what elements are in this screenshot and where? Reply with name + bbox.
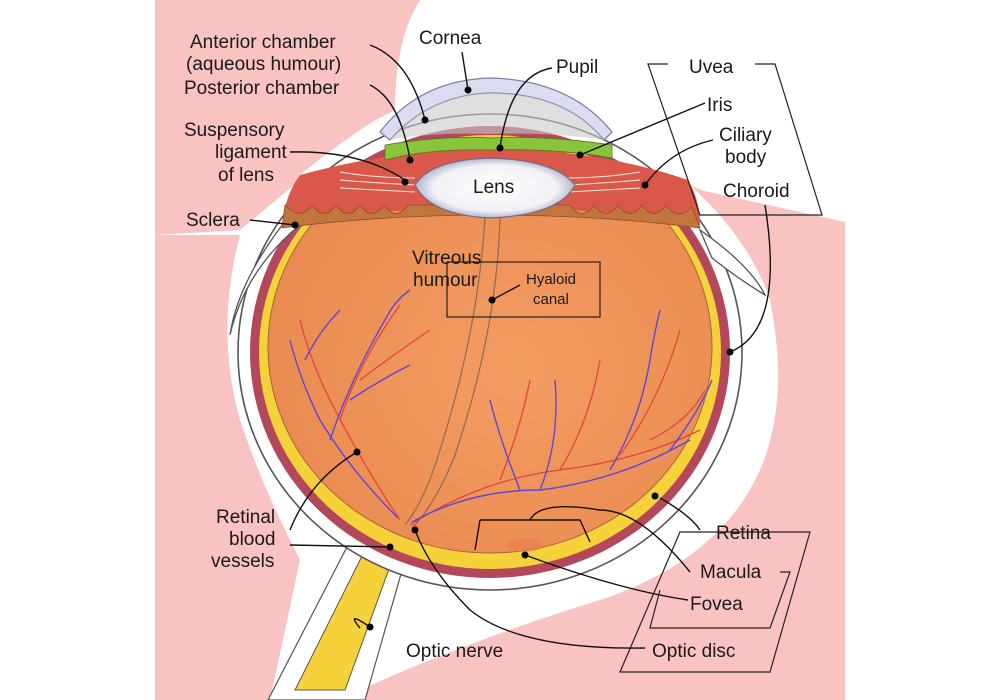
label-anterior-chamber: Anterior chamber (190, 32, 336, 53)
label-retina: Retina (716, 523, 771, 544)
retinal-arteries (299, 304, 706, 526)
orbital-tissue-top-right (640, 0, 1000, 220)
orbital-tissue (156, 0, 1000, 210)
label-macula: Macula (700, 562, 762, 583)
label-lens: Lens (473, 177, 514, 198)
label-retinal-3: vessels (211, 551, 274, 572)
label-optic-disc: Optic disc (652, 641, 735, 662)
label-suspensory-1: Suspensory (184, 120, 285, 141)
label-suspensory-3: of lens (218, 165, 274, 186)
ciliary-processes (281, 204, 701, 229)
leader-dots (291, 86, 734, 631)
uvea-bracket (647, 63, 823, 216)
orbital-tissue-lower (156, 235, 300, 700)
retina-bracket (619, 531, 811, 673)
label-uvea: Uvea (689, 57, 734, 78)
label-choroid: Choroid (723, 181, 790, 202)
hyaloid-box (446, 261, 601, 318)
label-cornea: Cornea (419, 28, 482, 49)
macula-bracket (649, 571, 791, 629)
label-fovea: Fovea (690, 594, 743, 615)
label-ciliary-2: body (725, 147, 767, 168)
label-retinal-1: Retinal (216, 507, 275, 528)
tissue-strip (700, 190, 845, 700)
label-suspensory-2: ligament (215, 142, 288, 163)
label-vitreous-1: Vitreous (412, 248, 481, 269)
label-anterior-chamber-sub: (aqueous humour) (186, 54, 341, 75)
lens-shape (414, 157, 576, 219)
sclera-flap-right (698, 228, 767, 297)
label-optic-nerve: Optic nerve (406, 641, 503, 662)
label-posterior-chamber: Posterior chamber (184, 78, 340, 99)
label-retinal-2: blood (229, 529, 276, 550)
anterior-chamber (390, 93, 604, 140)
hyaloid-canal (404, 217, 501, 529)
orbital-tissue-right (360, 185, 845, 700)
label-hyaloid-2: canal (533, 291, 569, 308)
label-ciliary-1: Ciliary (719, 125, 772, 146)
leader-lines (249, 44, 772, 649)
label-pupil: Pupil (556, 57, 598, 78)
label-iris: Iris (707, 95, 732, 116)
macula-spot (507, 538, 543, 552)
orbital-tissue-left (156, 0, 300, 235)
label-hyaloid-1: Hyaloid (526, 271, 576, 288)
retinal-veins (289, 289, 713, 523)
label-sclera: Sclera (186, 210, 240, 231)
label-vitreous-2: humour (413, 270, 478, 291)
